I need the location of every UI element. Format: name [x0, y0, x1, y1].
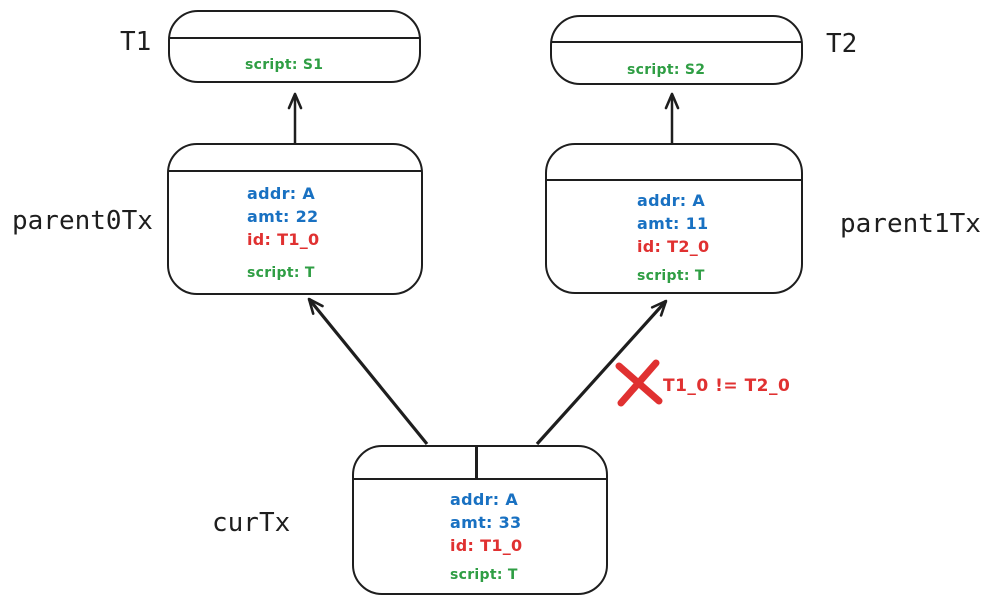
t1-script: script: S1	[245, 57, 324, 73]
parent0tx-header	[169, 145, 421, 172]
parent0tx-label: parent0Tx	[12, 206, 153, 236]
arrow-curtx-to-parent0	[307, 297, 429, 446]
parent0tx-script: script: T	[247, 265, 315, 281]
t2-box: script: S2	[550, 15, 803, 85]
parent0tx-box: addr: A amt: 22 id: T1_0 script: T	[167, 143, 423, 295]
parent1tx-header	[547, 145, 801, 181]
curtx-label: curTx	[212, 508, 291, 538]
parent0tx-amt: amt: 22	[247, 207, 319, 226]
t2-script: script: S2	[627, 62, 706, 78]
parent0tx-id: id: T1_0	[247, 230, 320, 249]
parent1tx-script: script: T	[637, 268, 705, 284]
parent1tx-amt: amt: 11	[637, 214, 709, 233]
parent1tx-box: addr: A amt: 11 id: T2_0 script: T	[545, 143, 803, 294]
t1-header	[170, 12, 419, 39]
curtx-addr: addr: A	[450, 490, 519, 509]
parent1tx-label: parent1Tx	[840, 209, 981, 239]
curtx-box: addr: A amt: 33 id: T1_0 script: T	[352, 445, 608, 595]
curtx-id: id: T1_0	[450, 536, 523, 555]
curtx-header	[354, 447, 606, 480]
t1-label: T1	[120, 27, 152, 57]
curtx-header-divider	[475, 447, 478, 478]
arrow-curtx-to-parent1	[535, 299, 668, 446]
t2-label: T2	[826, 29, 858, 59]
parent0tx-addr: addr: A	[247, 184, 316, 203]
curtx-amt: amt: 33	[450, 513, 522, 532]
curtx-script: script: T	[450, 567, 518, 583]
conflict-label: T1_0 != T2_0	[663, 376, 791, 396]
parent1tx-addr: addr: A	[637, 191, 706, 210]
t1-box: script: S1	[168, 10, 421, 83]
t2-header	[552, 17, 801, 43]
conflict-x-icon	[615, 359, 663, 407]
parent1tx-id: id: T2_0	[637, 237, 710, 256]
